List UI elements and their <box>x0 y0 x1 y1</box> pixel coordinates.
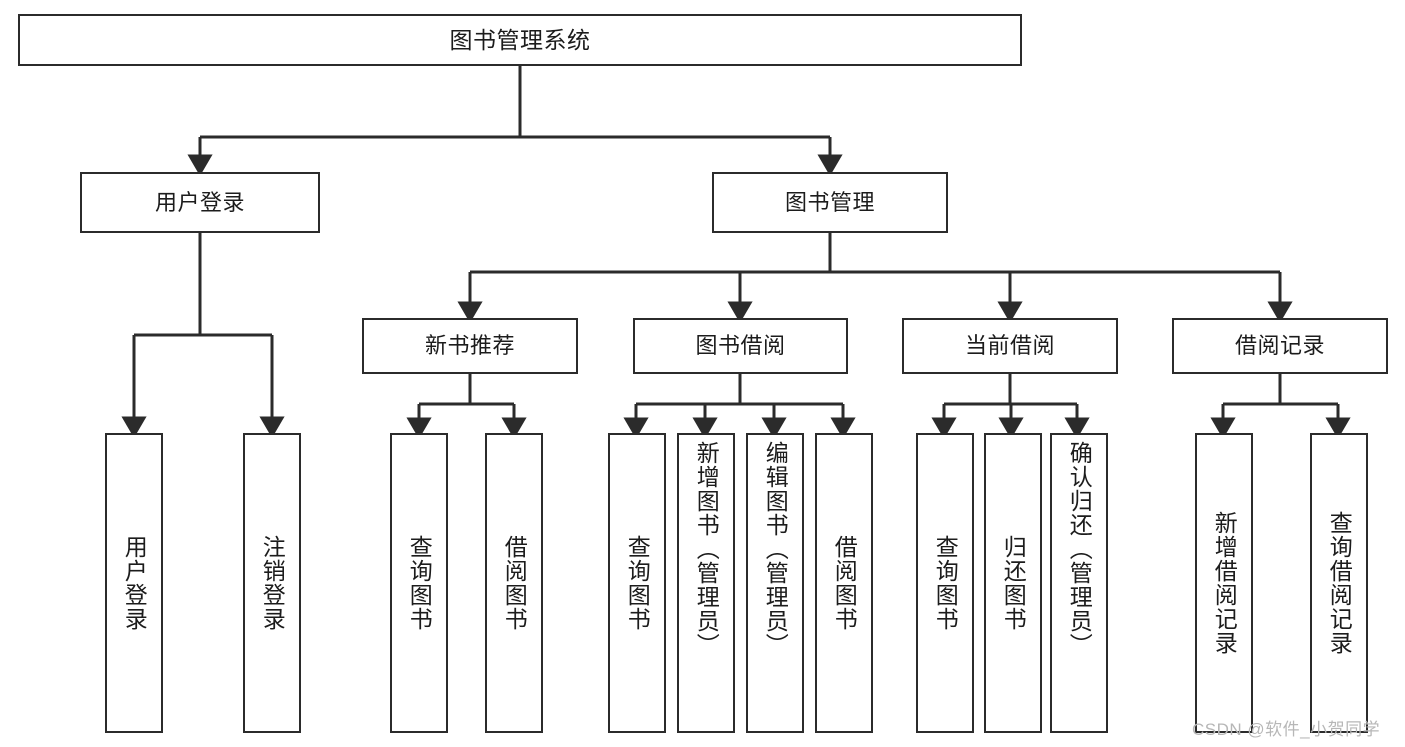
leaf-return-book[interactable]: 归还图书 <box>984 433 1042 733</box>
leaf-query-book-2-label: 查询图书 <box>624 535 651 631</box>
leaf-query-record[interactable]: 查询借阅记录 <box>1310 433 1368 733</box>
leaf-borrow-book-1[interactable]: 借阅图书 <box>485 433 543 733</box>
node-book-manage[interactable]: 图书管理 <box>712 172 948 233</box>
node-borrow-record-label: 借阅记录 <box>1234 333 1325 359</box>
node-root-label: 图书管理系统 <box>449 26 591 53</box>
leaf-query-record-label: 查询借阅记录 <box>1326 511 1353 655</box>
leaf-confirm-return[interactable]: 确认归还（管理员） <box>1050 433 1108 733</box>
leaf-user-login[interactable]: 用户登录 <box>105 433 163 733</box>
node-borrow-record[interactable]: 借阅记录 <box>1172 318 1388 374</box>
node-current-borrow[interactable]: 当前借阅 <box>902 318 1118 374</box>
leaf-edit-book-label: 编辑图书（管理员） <box>762 441 789 657</box>
leaf-add-record[interactable]: 新增借阅记录 <box>1195 433 1253 733</box>
leaf-confirm-return-label: 确认归还（管理员） <box>1066 441 1093 657</box>
node-book-manage-label: 图书管理 <box>784 189 875 215</box>
node-new-book-recommend[interactable]: 新书推荐 <box>362 318 578 374</box>
node-book-borrow-label: 图书借阅 <box>695 333 786 359</box>
node-book-borrow[interactable]: 图书借阅 <box>633 318 848 374</box>
leaf-edit-book[interactable]: 编辑图书（管理员） <box>746 433 804 733</box>
leaf-add-book[interactable]: 新增图书（管理员） <box>677 433 735 733</box>
leaf-query-book-1[interactable]: 查询图书 <box>390 433 448 733</box>
leaf-borrow-book-2[interactable]: 借阅图书 <box>815 433 873 733</box>
node-new-book-recommend-label: 新书推荐 <box>424 333 515 359</box>
leaf-add-book-label: 新增图书（管理员） <box>693 441 720 657</box>
csdn-watermark: CSDN @软件_小贺同学 <box>1192 720 1381 739</box>
node-current-borrow-label: 当前借阅 <box>964 333 1055 359</box>
node-user-login-label: 用户登录 <box>154 189 245 215</box>
leaf-logout[interactable]: 注销登录 <box>243 433 301 733</box>
leaf-borrow-book-1-label: 借阅图书 <box>501 535 528 631</box>
node-user-login[interactable]: 用户登录 <box>80 172 320 233</box>
leaf-query-book-2[interactable]: 查询图书 <box>608 433 666 733</box>
leaf-query-book-1-label: 查询图书 <box>406 535 433 631</box>
leaf-borrow-book-2-label: 借阅图书 <box>831 535 858 631</box>
leaf-add-record-label: 新增借阅记录 <box>1211 511 1238 655</box>
leaf-user-login-label: 用户登录 <box>121 535 148 631</box>
leaf-query-book-3[interactable]: 查询图书 <box>916 433 974 733</box>
leaf-logout-label: 注销登录 <box>259 535 286 631</box>
leaf-return-book-label: 归还图书 <box>1000 535 1027 631</box>
node-root[interactable]: 图书管理系统 <box>18 14 1022 66</box>
leaf-query-book-3-label: 查询图书 <box>932 535 959 631</box>
